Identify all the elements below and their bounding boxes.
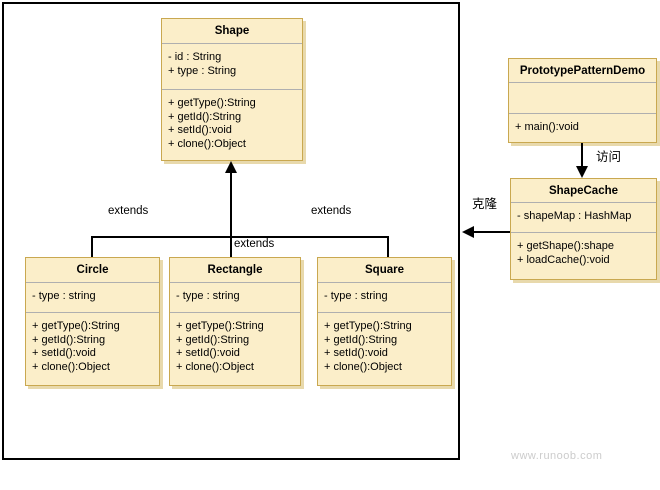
class-title: PrototypePatternDemo xyxy=(509,59,656,83)
class-methods: + getShape():shape + loadCache():void xyxy=(511,233,656,279)
method-line: + getType():String xyxy=(32,320,120,332)
method-line: + getType():String xyxy=(168,97,256,109)
attribute-line: - type : string xyxy=(32,290,96,302)
attribute-line: - type : string xyxy=(324,290,388,302)
class-title: Shape xyxy=(162,19,302,44)
class-box-rectangle: Rectangle - type : string + getType():St… xyxy=(169,257,301,386)
arrowhead-down-to-shapecache-icon xyxy=(576,166,588,178)
class-box-square: Square - type : string + getType():Strin… xyxy=(317,257,452,386)
class-box-circle: Circle - type : string + getType():Strin… xyxy=(25,257,160,386)
method-line: + getId():String xyxy=(168,110,242,123)
watermark: www.runoob.com xyxy=(511,450,603,462)
class-methods: + getType():String + getId():String + se… xyxy=(170,313,300,385)
attribute-line: - id : String xyxy=(168,51,222,63)
class-box-shapecache: ShapeCache - shapeMap : HashMap + getSha… xyxy=(510,178,657,280)
class-box-shape: Shape - id : String + type : String + ge… xyxy=(161,18,303,161)
method-line: + clone():Object xyxy=(324,360,402,373)
class-attributes: - type : string xyxy=(26,283,159,313)
method-line: + setId():void xyxy=(32,347,96,359)
method-line: + getShape():shape xyxy=(517,240,614,252)
method-line: + getType():String xyxy=(324,320,412,332)
method-line: + getId():String xyxy=(32,333,106,346)
method-line: + setId():void xyxy=(324,347,388,359)
attribute-line: + type : String xyxy=(168,64,237,77)
class-methods: + getType():String + getId():String + se… xyxy=(318,313,451,385)
connector-extends-vertical xyxy=(230,172,232,257)
method-line: + getId():String xyxy=(324,333,398,346)
class-attributes: - shapeMap : HashMap xyxy=(511,203,656,233)
connector-circle-drop xyxy=(91,236,93,257)
connector-demo-to-cache xyxy=(581,143,583,168)
method-line: + setId():void xyxy=(168,124,232,136)
attribute-line: - type : string xyxy=(176,290,240,302)
method-line: + clone():Object xyxy=(176,360,254,373)
connector-square-drop xyxy=(387,236,389,257)
class-title: ShapeCache xyxy=(511,179,656,203)
arrowhead-up-to-shape-icon xyxy=(225,161,237,173)
label-access: 访问 xyxy=(596,150,622,164)
class-attributes xyxy=(509,83,656,114)
class-title: Square xyxy=(318,258,451,283)
class-attributes: - type : string xyxy=(318,283,451,313)
label-extends-center: extends xyxy=(234,238,275,250)
label-clone: 克隆 xyxy=(472,197,498,211)
arrowhead-left-to-frame-icon xyxy=(462,226,474,238)
method-line: + main():void xyxy=(515,121,579,133)
class-box-prototypepatterndemo: PrototypePatternDemo + main():void xyxy=(508,58,657,143)
class-title: Rectangle xyxy=(170,258,300,283)
connector-cache-to-frame xyxy=(473,231,510,233)
attribute-line: - shapeMap : HashMap xyxy=(517,210,632,222)
method-line: + setId():void xyxy=(176,347,240,359)
class-methods: + getType():String + getId():String + se… xyxy=(26,313,159,385)
connector-extends-horizontal xyxy=(92,236,389,238)
method-line: + clone():Object xyxy=(168,137,246,150)
class-attributes: - type : string xyxy=(170,283,300,313)
method-line: + getType():String xyxy=(176,320,264,332)
label-extends-left: extends xyxy=(108,205,149,217)
method-line: + getId():String xyxy=(176,333,250,346)
label-extends-right: extends xyxy=(311,205,352,217)
package-frame xyxy=(2,2,460,460)
method-line: + clone():Object xyxy=(32,360,110,373)
class-methods: + getType():String + getId():String + se… xyxy=(162,90,302,160)
class-attributes: - id : String + type : String xyxy=(162,44,302,90)
class-title: Circle xyxy=(26,258,159,283)
method-line: + loadCache():void xyxy=(517,253,610,266)
class-methods: + main():void xyxy=(509,114,656,142)
